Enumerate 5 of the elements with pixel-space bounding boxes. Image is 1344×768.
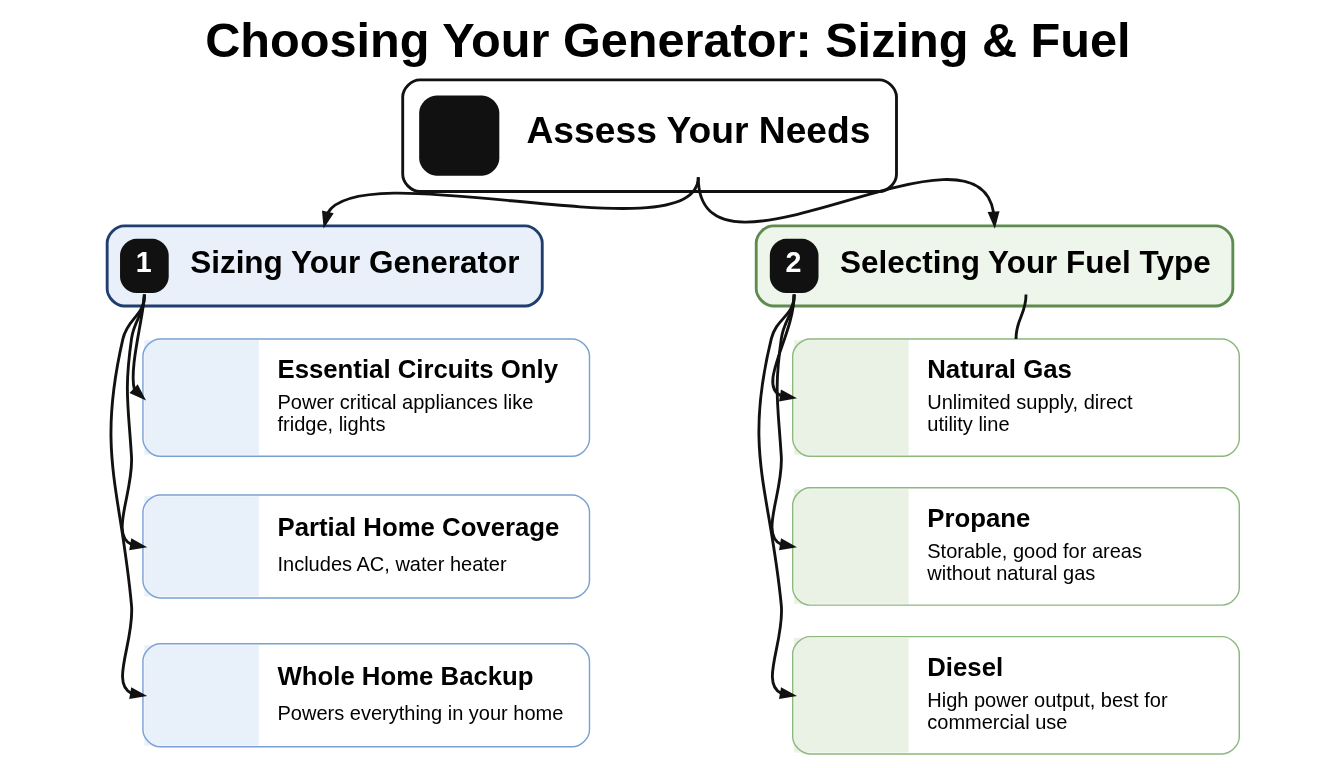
arrow xyxy=(757,294,797,700)
connector xyxy=(1014,294,1027,339)
arrow xyxy=(696,176,1000,229)
arrow xyxy=(109,294,147,700)
diagram-title: Choosing Your Generator: Sizing & Fuel xyxy=(204,13,1131,68)
